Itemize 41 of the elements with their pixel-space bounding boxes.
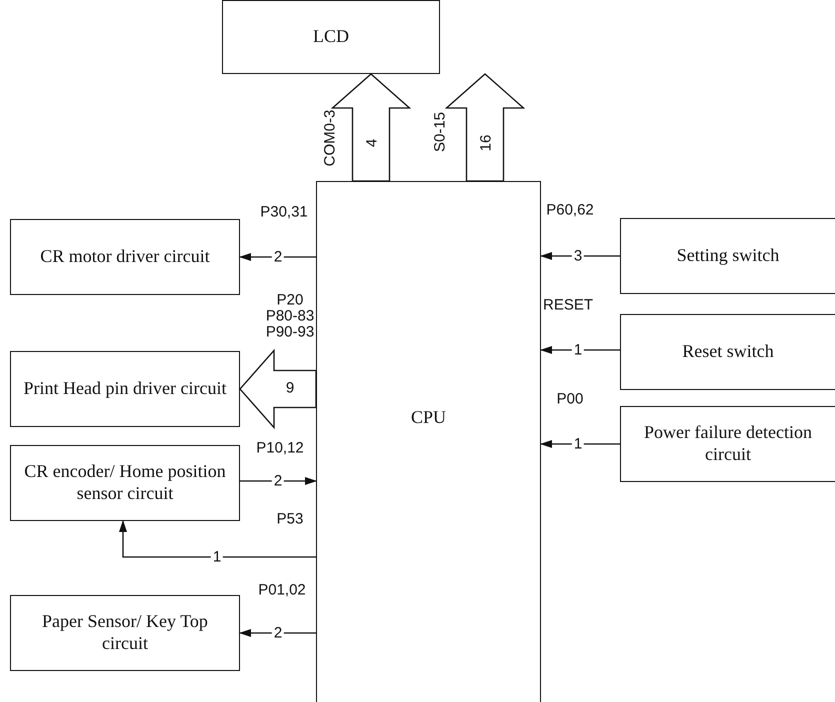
pin-label: P53 [276,510,304,528]
edge-label: 16 [478,132,494,154]
component-box: CPU [316,181,541,702]
block-arrow [330,73,412,182]
arrow [540,440,620,448]
edge-label: 2 [272,626,284,640]
component-box: CR motor driver circuit [10,219,240,295]
block-arrow [239,348,317,430]
edge-label: 1 [572,436,584,452]
pin-label: P30,31 [260,204,308,220]
arrow [240,477,317,485]
pin-label: RESET [543,296,593,314]
block-arrow [444,73,526,182]
arrow [540,252,620,260]
component-box: Print Head pin driver circuit [10,351,240,427]
component-box: CR encoder/ Home position sensor circuit [10,445,240,521]
pin-label: P80-83 [266,308,314,324]
arrow [239,253,316,261]
component-box: Reset switch [620,314,835,390]
component-box: Power failure detection circuit [620,406,835,482]
arrow [239,629,316,637]
edge-label: 2 [272,250,284,264]
edge-label: 3 [572,248,584,264]
edge-label: 1 [210,550,224,564]
component-box: LCD [222,0,440,74]
pin-label: P90-93 [266,324,314,340]
pin-label: S0-15 [432,112,448,152]
edge-label: 1 [572,342,584,358]
pin-label: P10,12 [256,440,304,456]
pin-label: P20 [276,292,304,308]
component-box: Paper Sensor/ Key Top circuit [10,595,240,671]
edge-label: 2 [272,474,284,488]
arrow [119,520,316,558]
component-box: Setting switch [620,218,835,294]
pin-label: COM0-3 [322,110,338,166]
arrow [540,346,620,354]
edge-label: 4 [364,136,380,150]
edge-label: 9 [284,380,296,396]
pin-label: P01,02 [258,582,306,598]
pin-label: P00 [556,390,584,408]
pin-label: P60,62 [546,202,594,218]
